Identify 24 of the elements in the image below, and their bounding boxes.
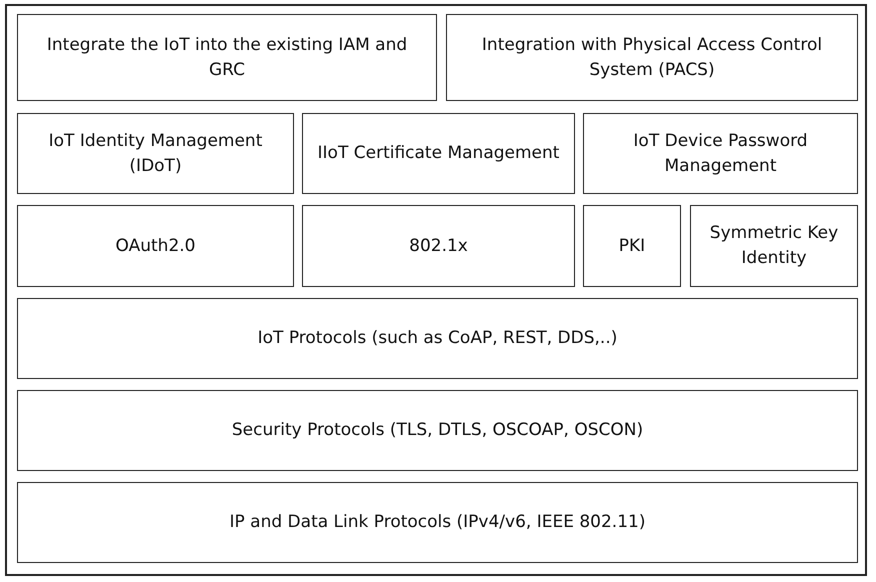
layer-box	[583, 205, 681, 287]
box-label: Symmetric Key Identity	[708, 222, 840, 270]
box-label: IoT Device Password Management	[632, 130, 809, 178]
box-label: PKI	[618, 234, 646, 258]
layer-box	[17, 205, 294, 287]
box-label: Integration with Physical Access Control System (PACS)	[480, 34, 824, 82]
layer-box	[302, 205, 575, 287]
box-label: Security Protocols (TLS, DTLS, OSCOAP, OSCON)	[232, 419, 644, 442]
layer-box	[17, 113, 294, 194]
box-label: Integrate the IoT into the existing IAM and GRC	[46, 34, 408, 82]
layer-box	[690, 205, 858, 287]
box-label: OAuth2.0	[116, 234, 196, 258]
layer-box	[17, 298, 858, 379]
box-label: 802.1x	[409, 234, 468, 258]
layer-box	[17, 482, 858, 563]
box-label: IP and Data Link Protocols (IPv4/v6, IEEE 802.11)	[230, 511, 646, 534]
box-label: IoT Protocols (such as CoAP, REST, DDS,..)	[258, 327, 618, 350]
box-label: IIoT Certificate Management	[318, 142, 560, 165]
layer-box	[17, 14, 437, 101]
layer-box	[446, 14, 858, 101]
box-label: IoT Identity Management (IDoT)	[48, 130, 264, 178]
layer-box	[583, 113, 858, 194]
layer-box	[17, 390, 858, 471]
layer-box	[302, 113, 575, 194]
